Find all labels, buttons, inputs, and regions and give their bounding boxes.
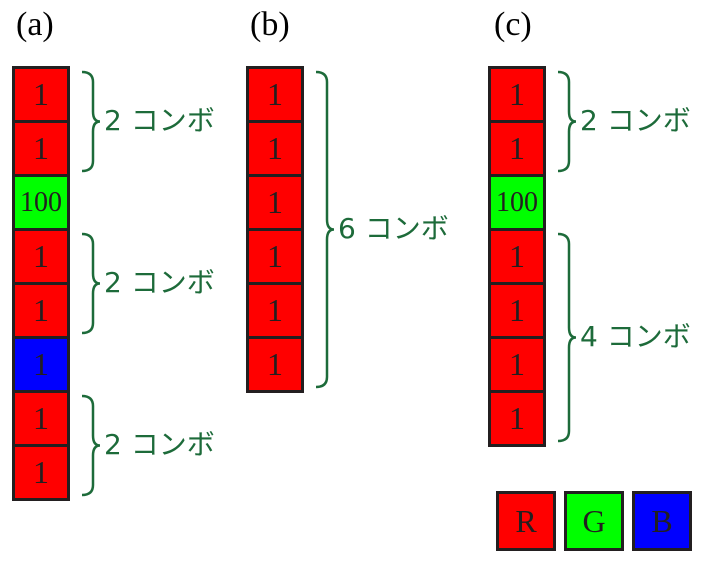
- cell-2: 1: [488, 120, 546, 177]
- cell-1: 1: [12, 66, 70, 123]
- combo-label: 6 コンボ: [338, 211, 449, 245]
- brace-1: [315, 70, 335, 389]
- brace-1: [557, 70, 577, 173]
- cell-3: 100: [488, 174, 546, 231]
- cell-2: 1: [246, 120, 304, 177]
- cell-3: 100: [12, 174, 70, 231]
- brace-1: [81, 70, 101, 173]
- combo-label: 2 コンボ: [104, 265, 215, 299]
- cell-6: 1: [12, 336, 70, 393]
- cell-6: 1: [488, 336, 546, 393]
- panel-label-a: (a): [16, 6, 54, 43]
- legend-r: R: [496, 491, 556, 551]
- combo-label: 4 コンボ: [580, 319, 691, 353]
- cell-4: 1: [246, 228, 304, 285]
- cell-4: 1: [488, 228, 546, 285]
- combo-label: 2 コンボ: [104, 103, 215, 137]
- cell-5: 1: [488, 282, 546, 339]
- brace-2: [81, 232, 101, 335]
- cell-2: 1: [12, 120, 70, 177]
- brace-2: [557, 232, 577, 443]
- cell-5: 1: [12, 282, 70, 339]
- cell-6: 1: [246, 336, 304, 393]
- panel-label-c: (c): [494, 6, 532, 43]
- cell-7: 1: [488, 390, 546, 447]
- brace-3: [81, 394, 101, 497]
- cell-1: 1: [488, 66, 546, 123]
- legend-g: G: [564, 491, 624, 551]
- panel-label-b: (b): [250, 6, 290, 43]
- cell-4: 1: [12, 228, 70, 285]
- combo-label: 2 コンボ: [580, 103, 691, 137]
- cell-3: 1: [246, 174, 304, 231]
- cell-8: 1: [12, 444, 70, 501]
- cell-7: 1: [12, 390, 70, 447]
- cell-5: 1: [246, 282, 304, 339]
- cell-1: 1: [246, 66, 304, 123]
- combo-label: 2 コンボ: [104, 427, 215, 461]
- legend-b: B: [632, 491, 692, 551]
